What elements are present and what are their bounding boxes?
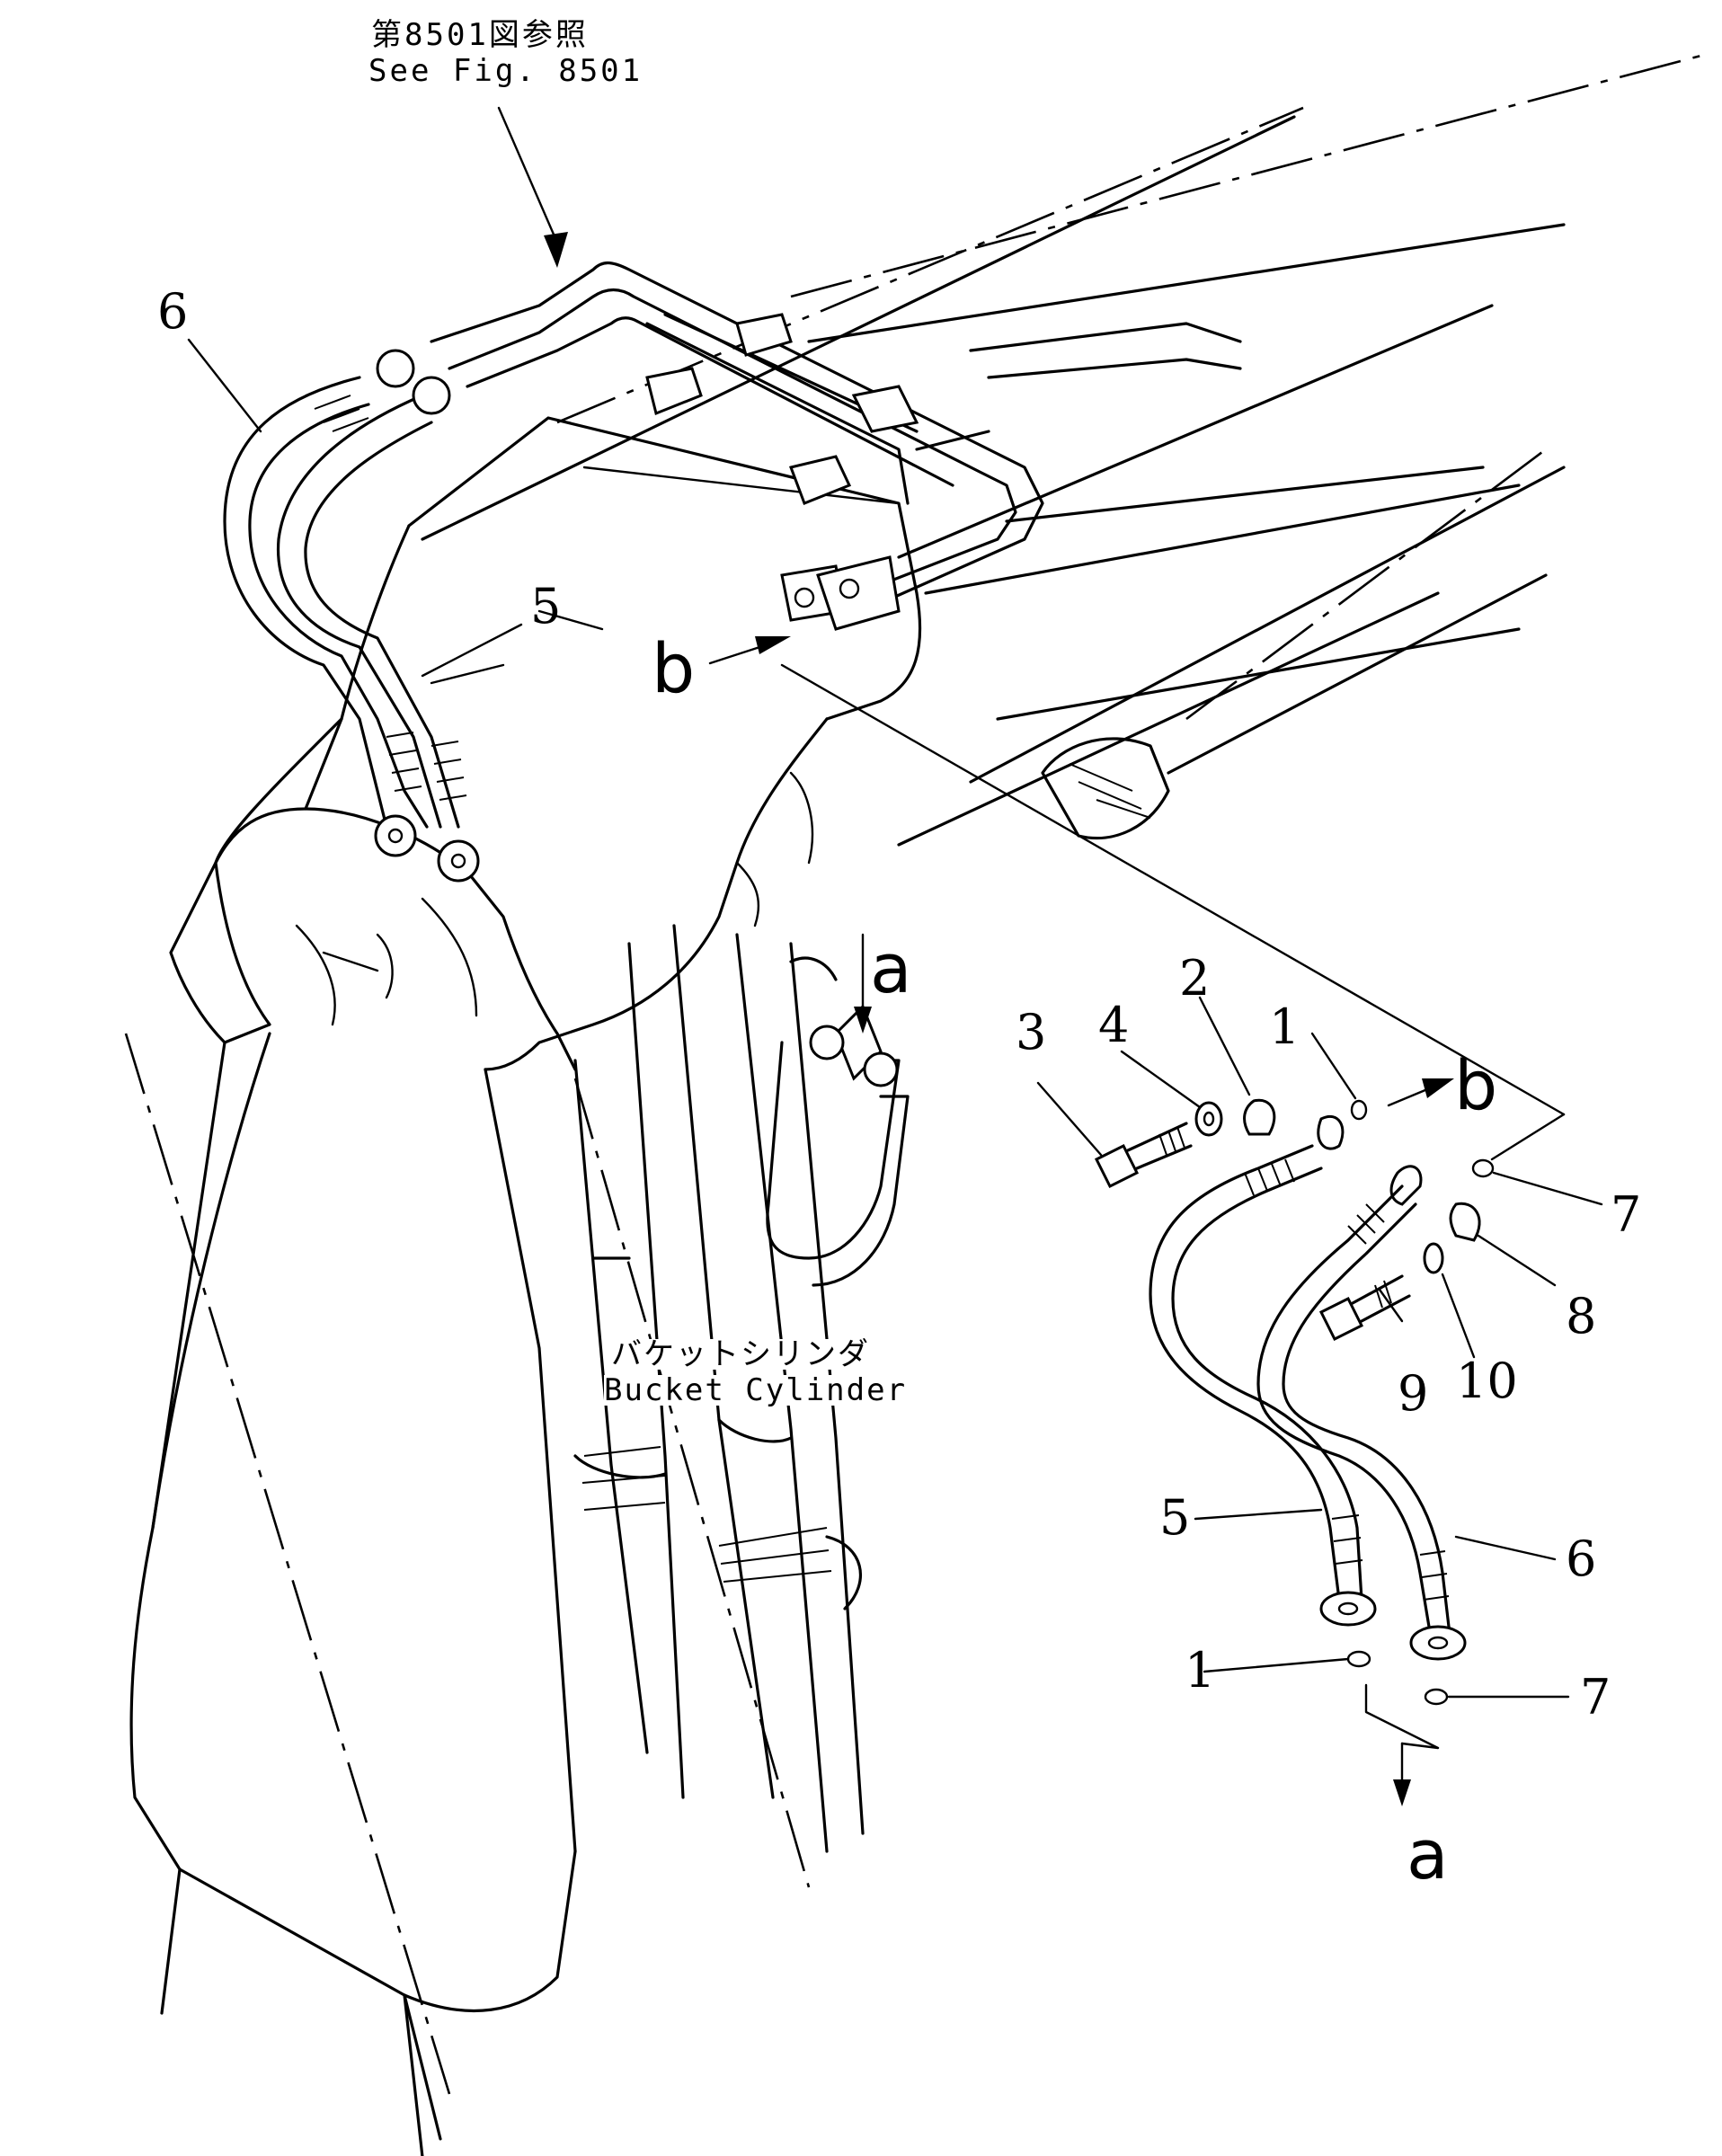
part-number-6-detail: 6 bbox=[1566, 1530, 1597, 1587]
part-number-1-bottom: 1 bbox=[1185, 1642, 1216, 1699]
part-number-2: 2 bbox=[1179, 950, 1211, 1007]
boom-cylinder bbox=[1041, 573, 1548, 840]
lower-piping bbox=[766, 956, 910, 1287]
part-number-10: 10 bbox=[1456, 1353, 1518, 1409]
pipe-clamps bbox=[645, 313, 919, 631]
bucket-cylinder bbox=[573, 924, 865, 1853]
part-number-8: 8 bbox=[1566, 1288, 1597, 1344]
pointer-lines bbox=[187, 106, 1566, 1161]
part-number-1: 1 bbox=[1269, 998, 1300, 1055]
main-hoses bbox=[223, 349, 480, 883]
detail-view-marker-a: a bbox=[1407, 1814, 1449, 1894]
view-marker-a: a bbox=[870, 928, 912, 1008]
part-number-6: 6 bbox=[157, 283, 189, 340]
detail-view-marker-b: b bbox=[1454, 1045, 1498, 1125]
part-number-3: 3 bbox=[1016, 1004, 1047, 1060]
reference-note-jp: 第8501図参照 bbox=[371, 17, 589, 53]
part-number-5-detail: 5 bbox=[1159, 1489, 1191, 1546]
part-number-4: 4 bbox=[1098, 997, 1130, 1053]
arm-body bbox=[129, 416, 922, 2156]
part-number-9: 9 bbox=[1398, 1365, 1429, 1422]
boom-outline bbox=[421, 115, 1566, 847]
part-number-7-bottom: 7 bbox=[1580, 1669, 1611, 1726]
part-number-7: 7 bbox=[1611, 1186, 1642, 1243]
detail-assembly bbox=[1036, 996, 1603, 1806]
bucket-cylinder-label-jp: バケットシリンダ bbox=[611, 1336, 870, 1372]
part-number-5: 5 bbox=[530, 578, 562, 634]
bucket-cylinder-label-en: Bucket Cylinder bbox=[604, 1372, 908, 1408]
reference-note-en: See Fig. 8501 bbox=[368, 53, 644, 89]
view-marker-b: b bbox=[652, 628, 696, 708]
